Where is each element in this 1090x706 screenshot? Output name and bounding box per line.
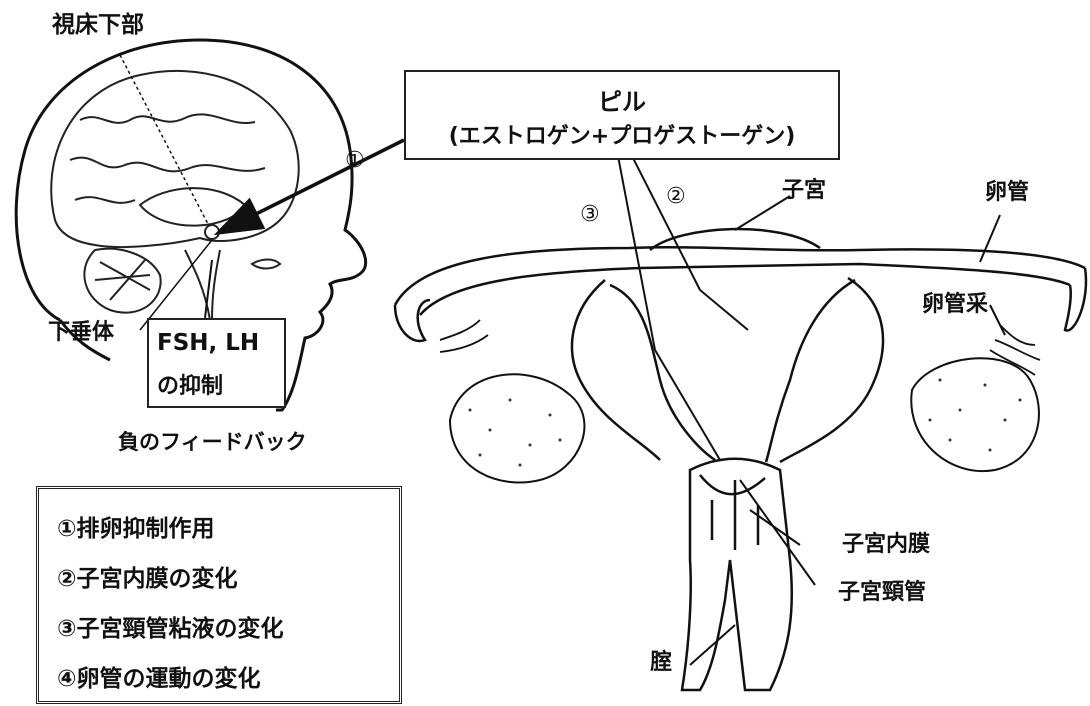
- pill-box: ピル (エストロゲン+プロゲストーゲン): [404, 70, 840, 160]
- label-fallopian-tube: 卵管: [985, 182, 1029, 204]
- marker-2: ②: [666, 184, 686, 209]
- legend-item-1: ①排卵抑制作用: [57, 509, 214, 543]
- line-3b: [655, 350, 720, 460]
- fimbria-right: [990, 325, 1040, 375]
- line-3: [618, 156, 655, 350]
- label-hypothalamus: 視床下部: [52, 14, 144, 37]
- fimbria-left: [440, 320, 488, 352]
- marker-3: ③: [580, 202, 600, 227]
- label-cervical-canal: 子宮頸管: [838, 582, 926, 604]
- pill-title: ピル: [406, 82, 838, 117]
- ovary-dots: [469, 379, 1022, 467]
- label-pituitary: 下垂体: [48, 322, 114, 344]
- line-2: [632, 156, 700, 290]
- hypothalamus-leader: [120, 55, 208, 224]
- fsh-lh-suppression: の抑制: [157, 368, 223, 400]
- marker-1: ①: [345, 148, 365, 173]
- label-negative-feedback: 負のフィードバック: [118, 432, 307, 453]
- ovary-right: [911, 358, 1039, 471]
- fsh-lh-box: FSH, LH の抑制: [147, 318, 286, 408]
- label-endometrium: 子宮内膜: [842, 534, 930, 556]
- ovary-left: [450, 374, 584, 482]
- label-vagina: 腟: [650, 652, 672, 674]
- arrow-1: [220, 140, 404, 232]
- legend-item-4: ④卵管の運動の変化: [57, 659, 260, 693]
- pill-subtitle: (エストロゲン+プロゲストーゲン): [406, 118, 838, 150]
- line-2b: [700, 290, 748, 330]
- label-uterus: 子宮: [782, 180, 826, 202]
- legend-box: ①排卵抑制作用 ②子宮内膜の変化 ③子宮頸管粘液の変化 ④卵管の運動の変化: [36, 486, 402, 704]
- legend-item-3: ③子宮頸管粘液の変化: [57, 609, 283, 643]
- fsh-lh-text: FSH, LH: [157, 330, 259, 356]
- label-fimbria: 卵管采: [922, 294, 988, 316]
- legend-item-2: ②子宮内膜の変化: [57, 559, 237, 593]
- brain-drawing: [51, 71, 298, 320]
